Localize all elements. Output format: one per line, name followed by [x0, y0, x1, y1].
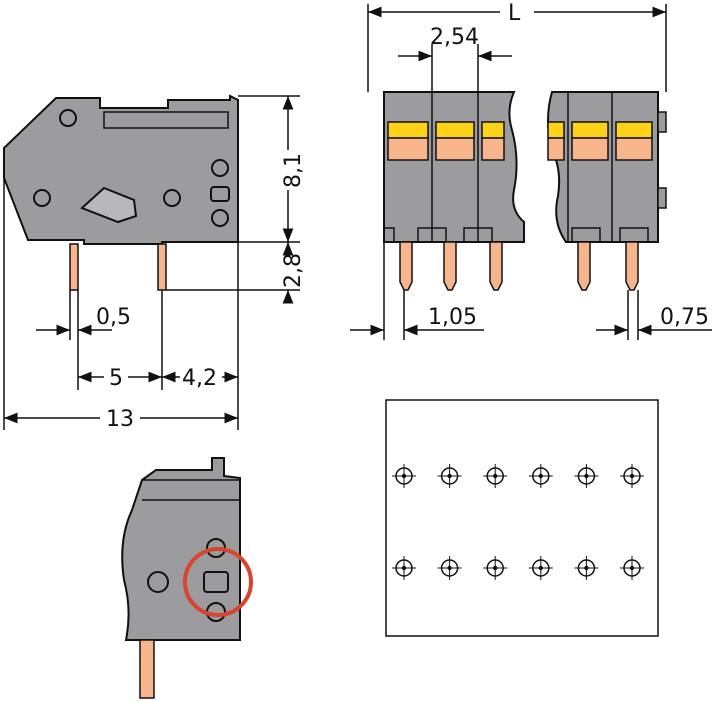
pcb-hole: [528, 556, 553, 580]
detail-view-housing: [121, 457, 241, 641]
pcb-hole: [392, 464, 416, 488]
pcb-hole: [483, 556, 508, 580]
pcb-hole: [574, 556, 599, 580]
detail-hole-left: [147, 571, 169, 593]
side-view-release-lever: [80, 186, 138, 224]
side-view: [3, 94, 239, 291]
side-view-hole-5: [211, 209, 229, 227]
side-view-dimensions: 0,5 5 4,2 13 8,1 2,8: [3, 95, 306, 432]
front-pin-5: [625, 241, 639, 291]
front-view-dimensions: L 2,54 1,05 0,75: [350, 1, 712, 340]
pcb-layout: [385, 399, 659, 637]
front-clamp-2: [435, 137, 475, 161]
front-pin-4: [577, 241, 591, 291]
detail-highlight-circle: [183, 547, 253, 617]
pcb-hole: [620, 556, 644, 580]
pcb-hole: [574, 464, 599, 488]
front-release-button-3: [481, 121, 505, 139]
side-view-hole-3: [163, 189, 181, 207]
dim-pin-pitch-side: 5: [109, 366, 123, 391]
dim-pin-width-front: 1,05: [428, 305, 477, 330]
pcb-hole: [483, 464, 508, 488]
front-release-button-6: [615, 121, 653, 139]
side-view-hole-1: [59, 109, 77, 127]
pcb-hole-grid: [392, 464, 644, 580]
front-clamp-6: [615, 137, 653, 161]
dim-body-height: 8,1: [281, 153, 306, 188]
detail-test-slot: [203, 571, 229, 593]
pcb-hole: [437, 556, 462, 580]
pcb-hole: [528, 464, 553, 488]
front-release-button-4: [547, 121, 565, 139]
pcb-hole: [437, 464, 462, 488]
dim-length: L: [508, 1, 521, 26]
front-view-housing-left: [383, 91, 525, 243]
pcb-hole: [392, 556, 416, 580]
dim-width-total: 13: [106, 407, 134, 432]
pcb-hole: [620, 464, 644, 488]
front-clamp-4: [547, 137, 565, 161]
detail-view: [121, 457, 253, 699]
front-view: [383, 91, 667, 291]
front-pin-1: [399, 241, 413, 291]
front-clamp-3: [481, 137, 505, 161]
front-pin-3: [489, 241, 503, 291]
front-release-button-5: [571, 121, 609, 139]
front-pin-2: [443, 241, 457, 291]
side-view-test-slot: [210, 186, 230, 202]
side-view-top-recess: [103, 111, 229, 129]
dim-pin-tip-front: 0,75: [660, 305, 709, 330]
front-view-housing-right: [547, 91, 659, 243]
dim-pitch-front: 2,54: [430, 25, 479, 50]
side-view-pin-left: [69, 243, 79, 291]
front-clamp-5: [571, 137, 609, 161]
dim-rear-offset: 4,2: [182, 366, 217, 391]
dim-pin-length: 2,8: [281, 253, 306, 288]
pcb-outline: [385, 399, 659, 637]
side-view-hole-2: [33, 189, 51, 207]
dim-pin-thickness-side: 0,5: [96, 305, 131, 330]
side-view-pin-right: [157, 243, 167, 291]
front-clamp-1: [387, 137, 429, 161]
front-release-button-1: [387, 121, 429, 139]
side-view-hole-4: [211, 159, 229, 177]
detail-pin: [139, 639, 155, 699]
front-release-button-2: [435, 121, 475, 139]
